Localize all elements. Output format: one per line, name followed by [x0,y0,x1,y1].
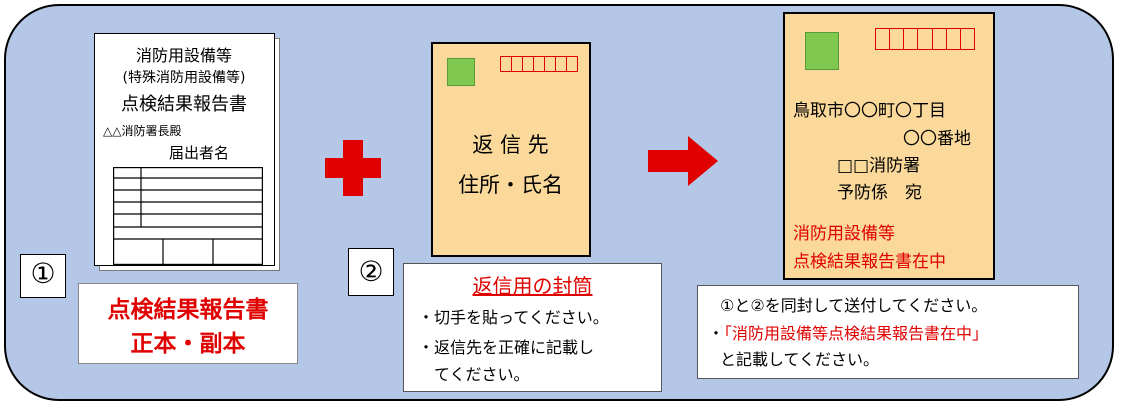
item1-caption-line-1: 点検結果報告書 [107,297,269,323]
instructions-line-3: と記載してください。 [720,350,880,369]
return-address-line-2: 住所・氏名 [458,173,563,197]
enclosure-line-2: 点検結果報告書在中 [793,252,946,272]
sheet-addressee: △△消防署長殿 [103,124,182,138]
return-address-line-1: 返 信 先 [472,133,549,157]
instructions-bullet: ・ [708,324,725,343]
instructions-line-1: ①と②を同封して送付してください。 [720,296,988,315]
item-number-1: ① [20,254,66,298]
item1-caption-line-2: 正本・副本 [130,331,246,357]
stamp-icon [805,32,839,70]
sheet-title-line-3: 点検結果報告書 [121,94,247,115]
address-line-4: 予防係 宛 [837,183,922,203]
enclosure-line-1: 消防用設備等 [793,224,895,244]
address-line-2: 〇〇番地 [903,129,971,149]
item1-caption-box: 点検結果報告書 正本・副本 [78,283,298,364]
instructions-quote: 「消防用設備等点検結果報告書在中」 [724,324,989,343]
item2-bullet-1: ・切手を貼ってください。 [418,308,609,327]
item2-description-box: 返信用の封筒 ・切手を貼ってください。 ・返信先を正確に記載し てください。 [403,263,662,392]
item-number-2: ② [348,248,394,296]
return-envelope: 返 信 先 住所・氏名 [431,42,591,257]
item2-title: 返信用の封筒 [472,274,593,298]
plus-icon-horizontal [325,158,381,178]
plus-icon [325,140,381,196]
stamp-icon [447,58,475,86]
mailing-envelope: 鳥取市〇〇町〇丁目 〇〇番地 □□消防署 予防係 宛 消防用設備等 点検結果報告… [783,12,995,280]
right-arrow-icon [648,136,718,186]
item2-bullet-2: ・返信先を正確に記載し [418,338,595,357]
sheet-title-line-1: 消防用設備等 [135,46,232,65]
address-line-3: □□消防署 [837,156,921,176]
address-line-1: 鳥取市〇〇町〇丁目 [793,101,946,121]
sheet-title-line-2: (特殊消防用設備等) [122,70,246,86]
postal-code-boxes [500,56,578,72]
item2-bullet-2-cont: てください。 [434,365,530,384]
instructions-line-2: ・「消防用設備等点検結果報告書在中」 [708,320,988,344]
sheet-table-grid [113,167,263,265]
sheet-submitter: 届出者名 [169,144,230,162]
postal-code-boxes [875,28,975,50]
instructions-box: ①と②を同封して送付してください。 ・「消防用設備等点検結果報告書在中」 と記載… [697,285,1079,379]
document-sheet: 消防用設備等 (特殊消防用設備等) 点検結果報告書 △△消防署長殿 届出者名 [94,33,275,266]
